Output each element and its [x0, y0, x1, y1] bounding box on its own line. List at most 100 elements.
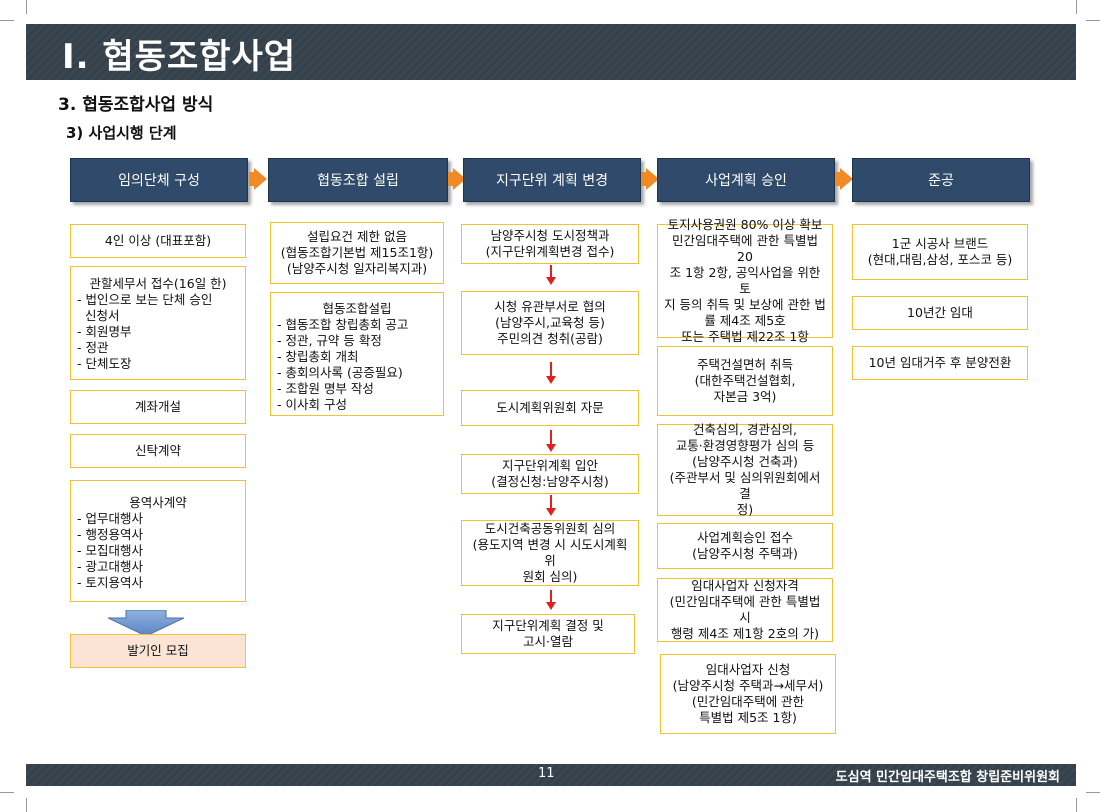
- stage-4: 사업계획 승인: [657, 158, 835, 202]
- chevron-icon: [249, 172, 255, 186]
- box-line: 또는 주택법 제22조 1항: [681, 329, 809, 344]
- col3-box-committee-advice: 도시계획위원회 자문: [461, 390, 639, 426]
- box-line: (협동조합기본법 제15조1항): [280, 245, 434, 260]
- list-item: - 회원명부: [77, 324, 132, 339]
- col2-box-requirements: 설립요건 제한 없음 (협동조합기본법 제15조1항) (남양주시청 일자리복지…: [270, 222, 444, 284]
- box-line: 토지사용권원 80% 이상 확보: [667, 217, 823, 232]
- crop-mark: [0, 792, 14, 793]
- box-line: (남양주시,교육청 등): [495, 315, 605, 330]
- list-item: - 정관: [77, 340, 109, 355]
- footer-bar: 11 도심역 민간임대주택조합 창립준비위원회: [26, 764, 1076, 786]
- col4-box-reviews: 건축심의, 경관심의, 교통·환경영향평가 심의 등 (남양주시청 건축과) (…: [657, 422, 833, 517]
- arrow-head-icon: [546, 508, 556, 516]
- box-line: 임대사업자 신청: [705, 662, 791, 677]
- col1-box-founders: 발기인 모집: [70, 634, 246, 668]
- box-line: 10년간 임대: [907, 305, 973, 320]
- list-item: - 조합원 명부 작성: [277, 381, 374, 396]
- box-line: 교통·환경영향평가 심의 등: [675, 438, 815, 453]
- chevron-icon: [453, 168, 466, 190]
- list-item: - 정관, 규약 등 확정: [277, 333, 382, 348]
- arrow-head-icon: [546, 277, 556, 285]
- col1-box-tax-office: 관할세무서 접수(16일 한) - 법인으로 보는 단체 승인 신청서 - 회원…: [70, 266, 246, 380]
- stage-3: 지구단위 계획 변경: [463, 158, 641, 202]
- col1-box-trust: 신탁계약: [70, 434, 246, 468]
- list-item: - 토지용역사: [77, 575, 143, 590]
- down-arrow-icon: [108, 610, 184, 636]
- stage-5: 준공: [852, 158, 1030, 202]
- col4-box-lessor-application: 임대사업자 신청 (남양주시청 주택과→세무서) (민간임대주택에 관한 특별법…: [660, 654, 836, 734]
- page-title: Ⅰ. 협동조합사업: [62, 37, 297, 77]
- box-line: (주관부서 및 심의위원회에서 결: [669, 470, 821, 501]
- crop-mark: [26, 798, 27, 812]
- box-line: 10년 임대거주 후 분양전환: [868, 355, 1012, 370]
- box-line: 지구단위계획 입안: [502, 458, 598, 473]
- crop-mark: [0, 20, 14, 21]
- list-item: - 이사회 구성: [277, 397, 347, 412]
- box-line: (용도지역 변경 시 시도시계획위: [472, 537, 628, 568]
- box-heading: 협동조합설립: [322, 301, 392, 316]
- list-item: - 광고대행사: [77, 559, 143, 574]
- col4-box-lessor-qualification: 임대사업자 신청자격 (민간임대주택에 관한 특별법 시 행령 제4조 제1항 …: [657, 578, 833, 642]
- box-line: (민간임대주택에 관한 특별법 시: [669, 594, 821, 625]
- col1-box-members: 4인 이상 (대표포함): [70, 224, 246, 258]
- col4-box-license: 주택건설면허 취득 (대한주택건설협회, 자본금 3억): [657, 346, 833, 416]
- box-line: 률 제4조 제5호: [704, 313, 786, 328]
- box-line: (지구단위계획변경 접수): [485, 244, 615, 259]
- chevron-icon: [448, 172, 454, 186]
- crop-mark: [1086, 20, 1100, 21]
- box-line: 원회 심의): [522, 569, 578, 584]
- chevron-icon: [840, 168, 853, 190]
- box-text: 발기인 모집: [127, 643, 189, 658]
- box-line: 정): [736, 502, 754, 517]
- box-line: 조 1항 2항, 공익사업을 위한 토: [669, 265, 821, 296]
- box-text: 신탁계약: [134, 443, 181, 458]
- col5-box-contractor: 1군 시공사 브랜드 (현대,대림,삼성, 포스코 등): [852, 224, 1028, 280]
- box-heading: 용역사계약: [129, 495, 187, 510]
- col4-box-land-rights: 토지사용권원 80% 이상 확보 민간임대주택에 관한 특별법 20 조 1항 …: [657, 217, 833, 344]
- list-item: - 단체도장: [77, 356, 132, 371]
- flow-arrow: [550, 430, 552, 444]
- chevron-icon: [254, 168, 267, 190]
- box-line: 도시건축공동위원회 심의: [484, 521, 616, 536]
- chevron-icon: [646, 168, 659, 190]
- box-line: 설립요건 제한 없음: [307, 229, 407, 244]
- col3-box-decision: 지구단위계획 결정 및 고시·열람: [461, 614, 635, 654]
- list-item: - 협동조합 창립총회 공고: [277, 317, 409, 332]
- box-heading: 관할세무서 접수(16일 한): [89, 276, 227, 291]
- col5-box-conversion: 10년 임대거주 후 분양전환: [852, 346, 1028, 380]
- box-line: 사업계획승인 접수: [697, 530, 793, 545]
- list-item: - 모집대행사: [77, 543, 143, 558]
- subsection-title: 3) 사업시행 단계: [66, 124, 177, 142]
- col4-box-approval-submit: 사업계획승인 접수 (남양주시청 주택과): [657, 523, 833, 569]
- stage-1: 임의단체 구성: [70, 158, 248, 202]
- box-line: 민간임대주택에 관한 특별법 20: [672, 233, 818, 264]
- box-text: 계좌개설: [134, 399, 181, 414]
- box-line: (남양주시청 주택과→세무서): [672, 678, 824, 693]
- box-line: 자본금 3억): [713, 389, 777, 404]
- list-item: - 총회의사록 (공증필요): [277, 365, 403, 380]
- section-title: 3. 협동조합사업 방식: [58, 95, 214, 115]
- box-line: (남양주시청 일자리복지과): [286, 261, 428, 276]
- arrow-head-icon: [546, 444, 556, 452]
- col2-box-establishment: 협동조합설립 - 협동조합 창립총회 공고 - 정관, 규약 등 확정 - 창립…: [270, 292, 444, 416]
- col3-box-joint-committee: 도시건축공동위원회 심의 (용도지역 변경 시 시도시계획위 원회 심의): [461, 520, 639, 586]
- box-line: (남양주시청 건축과): [692, 454, 798, 469]
- list-item: - 업무대행사: [77, 511, 143, 526]
- crop-mark: [26, 0, 27, 14]
- flow-arrow: [550, 362, 552, 376]
- chevron-icon: [641, 172, 647, 186]
- box-line: (현대,대림,삼성, 포스코 등): [867, 252, 1013, 267]
- box-text: 4인 이상 (대표포함): [104, 233, 212, 248]
- box-line: (결정신청:남양주시청): [491, 474, 609, 489]
- box-line: 건축심의, 경관심의,: [693, 422, 797, 437]
- chevron-icon: [835, 172, 841, 186]
- crop-mark: [1076, 0, 1077, 14]
- page-number: 11: [538, 766, 555, 781]
- box-line: 주민의견 청취(공람): [497, 331, 603, 346]
- col3-box-policy-dept: 남양주시청 도시정책과 (지구단위계획변경 접수): [461, 224, 639, 264]
- box-line: 1군 시공사 브랜드: [891, 236, 989, 251]
- list-item: - 법인으로 보는 단체 승인: [77, 292, 213, 307]
- box-line: (남양주시청 주택과): [692, 546, 798, 561]
- box-line: 도시계획위원회 자문: [496, 400, 604, 415]
- flow-arrow: [550, 265, 552, 277]
